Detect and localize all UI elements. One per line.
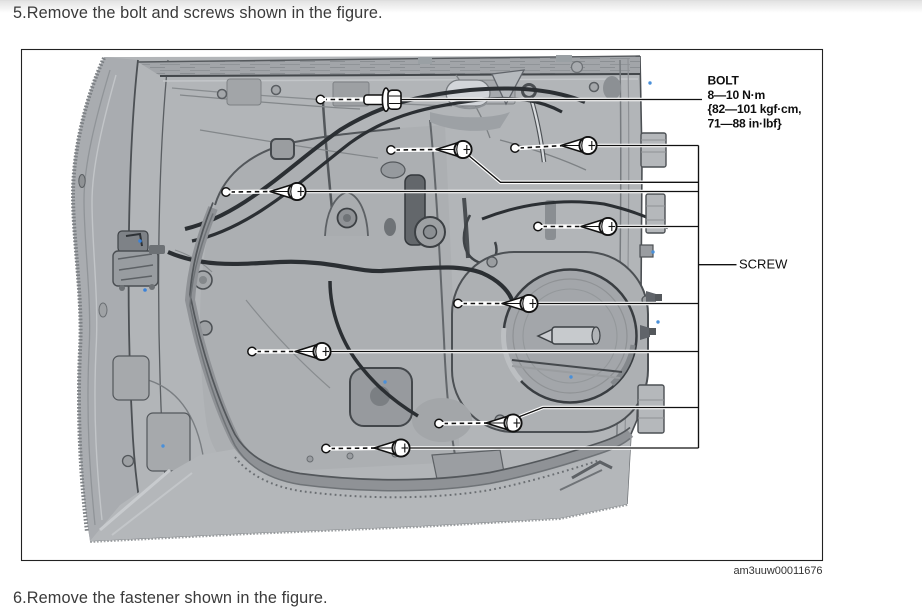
svg-text:8—10 N·m: 8—10 N·m [708,88,766,102]
svg-text:BOLT: BOLT [708,74,740,88]
svg-text:SCREW: SCREW [739,257,788,272]
svg-text:71—88 in·lbf}: 71—88 in·lbf} [708,117,783,131]
svg-text:am3uuw00011676: am3uuw00011676 [733,565,822,577]
svg-text:{82—101 kgf·cm,: {82—101 kgf·cm, [708,102,802,116]
